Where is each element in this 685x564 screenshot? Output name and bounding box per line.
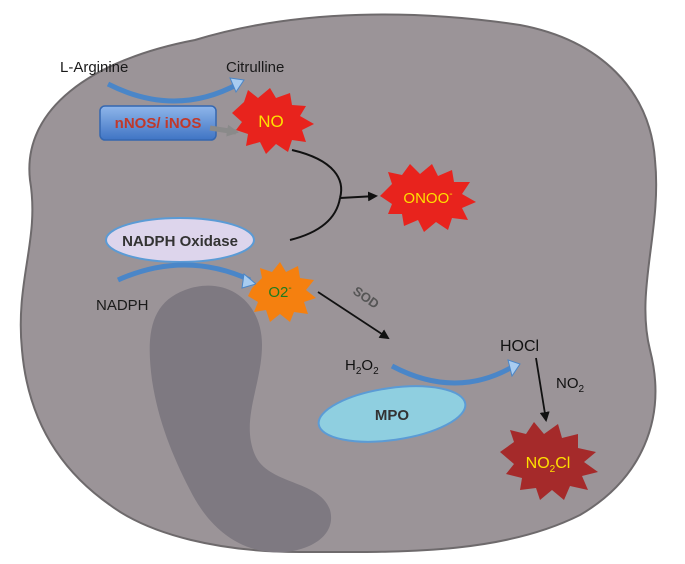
sod-arrow <box>317 291 390 340</box>
nos-box <box>99 105 217 141</box>
hocl-to-no2cl-arrow <box>535 357 550 422</box>
nadph-oxidase-label: NADPH Oxidase <box>122 233 238 250</box>
mpo-label: MPO <box>375 407 410 424</box>
mpo-ellipse <box>317 385 467 443</box>
nos-reaction-arc-head <box>229 77 245 94</box>
no2cl-burst <box>500 422 598 500</box>
onoo-arrow <box>339 191 378 202</box>
oxidase-reaction-arc <box>116 262 252 283</box>
citrulline-label: Citrulline <box>226 59 284 76</box>
no-to-onoo-curve <box>291 149 343 199</box>
nos-label: nNOS/ iNOS <box>115 115 202 132</box>
nos-reaction-arc <box>106 81 240 104</box>
mpo-reaction-arc <box>390 363 516 386</box>
nadph-oxidase-ellipse <box>105 217 255 263</box>
onoo-label: ONOO- <box>403 189 452 207</box>
hocl-label: HOCl <box>500 338 539 355</box>
no-label: NO <box>258 112 284 131</box>
o2-to-onoo-curve <box>289 197 341 241</box>
no-burst <box>232 88 314 154</box>
h2o2-label: H2O2 <box>345 357 379 377</box>
mpo-reaction-arc-head <box>507 359 521 378</box>
oxidase-reaction-arc-head <box>241 273 258 289</box>
o2-label: O2- <box>268 283 291 301</box>
l-arginine-label: L-Arginine <box>60 59 128 76</box>
o2-burst <box>248 262 316 322</box>
nos-to-no-arrow <box>209 124 239 137</box>
nucleus <box>149 285 332 553</box>
no2-label: NO2 <box>556 375 585 395</box>
onoo-burst <box>380 164 476 232</box>
nadph-label: NADPH <box>96 297 149 314</box>
no2cl-label: NO2Cl <box>526 455 571 475</box>
